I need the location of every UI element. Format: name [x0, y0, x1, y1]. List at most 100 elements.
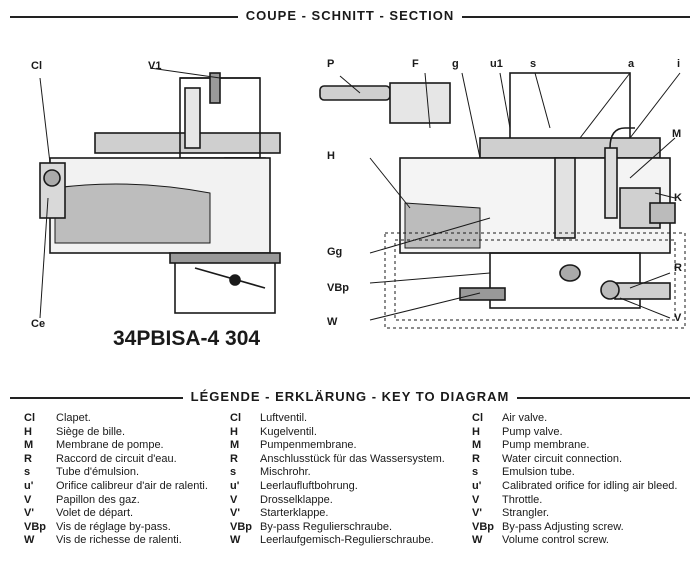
legend-text: Luftventil.: [260, 412, 308, 424]
legend-row: W Volume control screw.: [472, 534, 677, 548]
legend-code: W: [230, 534, 241, 547]
legend-code: M: [24, 439, 34, 452]
legend-code: H: [24, 425, 32, 438]
legend-row: M Membrane de pompe.: [24, 439, 208, 453]
right-carburetor-body: [319, 72, 686, 329]
legend-code: Cl: [472, 412, 483, 424]
callout-v1: V1: [148, 60, 162, 72]
legend-row: R Anschlusstück für das Wassersystem.: [230, 453, 445, 467]
legend-text: Leerlaufluftbohrung.: [260, 479, 358, 492]
carburetor-section-diagram: [39, 67, 686, 329]
legend-row: V Drosselklappe.: [230, 494, 445, 508]
legend-row: H Kugelventil.: [230, 426, 445, 440]
legend-row: VBp By-pass Adjusting screw.: [472, 521, 677, 535]
left-carburetor-body: [39, 72, 281, 314]
callout-ce: Ce: [31, 318, 46, 330]
legend-text: Pumpenmembrane.: [260, 439, 357, 452]
legend-row: s Emulsion tube.: [472, 466, 677, 480]
callout-m: M: [672, 128, 682, 140]
legend-code: u': [230, 479, 240, 492]
legend-code: W: [24, 534, 35, 547]
legend-code: Cl: [230, 412, 241, 424]
legend-code: V: [230, 493, 238, 506]
legend-text: By-pass Adjusting screw.: [502, 520, 624, 533]
legend-code: u': [24, 479, 34, 492]
legend-row: VBp Vis de réglage by-pass.: [24, 521, 208, 535]
legend-title-text: LÉGENDE - ERKLÄRUNG - KEY TO DIAGRAM: [182, 389, 518, 404]
legend-code: V': [472, 507, 482, 520]
legend-code: M: [472, 439, 482, 452]
model-label: 34PBISA-4 304: [113, 327, 261, 350]
legend-text: Tube d'émulsion.: [56, 466, 140, 479]
legend-code: R: [472, 452, 480, 465]
legend-text: By-pass Regulierschraube.: [260, 520, 393, 533]
legend-row: Cl Air valve.: [472, 412, 677, 426]
legend-row: R Water circuit connection.: [472, 453, 677, 467]
legend-code: W: [472, 534, 483, 547]
section-title: COUPE - SCHNITT - SECTION: [0, 8, 700, 23]
legend-text: Throttle.: [502, 493, 543, 506]
legend-row: VBp By-pass Regulierschraube.: [230, 521, 445, 535]
legend-text: Drosselklappe.: [260, 493, 333, 506]
legend-row: W Leerlaufgemisch-Regulierschraube.: [230, 534, 445, 548]
legend-code: M: [230, 439, 240, 452]
legend-text: Orifice calibreur d'air de ralenti.: [56, 479, 208, 492]
legend-text: Water circuit connection.: [502, 452, 623, 465]
legend-text: Siège de bille.: [56, 425, 126, 438]
legend-row: u' Orifice calibreur d'air de ralenti.: [24, 480, 208, 494]
legend-text: Calibrated orifice for idling air bleed.: [502, 479, 678, 492]
callout-f: F: [412, 58, 419, 70]
legend-code: s: [230, 466, 237, 479]
legend-code: H: [230, 425, 238, 438]
callout-i: i: [677, 58, 681, 70]
callout-g: g: [452, 58, 459, 70]
legend-german: Cl Luftventil. H Kugelventil. M Pumpenmembr…: [230, 412, 445, 548]
callout-k: K: [674, 192, 682, 204]
callout-u1: u1: [490, 58, 503, 70]
legend-code: R: [24, 452, 32, 465]
legend-code: Cl: [24, 412, 35, 424]
legend-text: Volume control screw.: [502, 534, 609, 547]
legend-row: M Pumpenmembrane.: [230, 439, 445, 453]
legend-text: Membrane de pompe.: [56, 439, 164, 452]
legend-text: Starterklappe.: [260, 507, 329, 520]
legend-text: Kugelventil.: [260, 425, 317, 438]
callout-p: P: [327, 58, 335, 70]
legend-text: Leerlaufgemisch-Regulierschraube.: [260, 534, 434, 547]
legend-text: Anschlusstück für das Wassersystem.: [260, 452, 445, 465]
legend-text: Air valve.: [502, 412, 548, 424]
callout-w: W: [327, 316, 338, 328]
legend-title: LÉGENDE - ERKLÄRUNG - KEY TO DIAGRAM: [0, 389, 700, 404]
legend-code: s: [472, 466, 479, 479]
leader-lines: [39, 67, 681, 321]
legend-code: R: [230, 452, 238, 465]
callout-gg: Gg: [327, 246, 343, 258]
legend-text: Emulsion tube.: [502, 466, 575, 479]
legend-text: Vis de réglage by-pass.: [56, 520, 171, 533]
legend-code: H: [472, 425, 480, 438]
section-title-text: COUPE - SCHNITT - SECTION: [237, 8, 463, 23]
legend-text: Pump valve.: [502, 425, 563, 438]
legend-text: Strangler.: [502, 507, 550, 520]
legend-row: u' Leerlaufluftbohrung.: [230, 480, 445, 494]
legend-row: H Pump valve.: [472, 426, 677, 440]
legend-row: V' Starterklappe.: [230, 507, 445, 521]
callout-r: R: [674, 262, 682, 274]
legend-code: VBp: [230, 520, 252, 533]
legend-text: Vis de richesse de ralenti.: [56, 534, 182, 547]
legend-row: W Vis de richesse de ralenti.: [24, 534, 208, 548]
callout-a: a: [628, 58, 635, 70]
legend-code: u': [472, 479, 482, 492]
legend-row: u' Calibrated orifice for idling air blee…: [472, 480, 677, 494]
legend-code: VBp: [472, 520, 494, 533]
legend-text: Volet de départ.: [56, 507, 134, 520]
callout-cl: Cl: [31, 60, 42, 72]
legend-code: V': [230, 507, 240, 520]
legend-code: VBp: [24, 520, 46, 533]
